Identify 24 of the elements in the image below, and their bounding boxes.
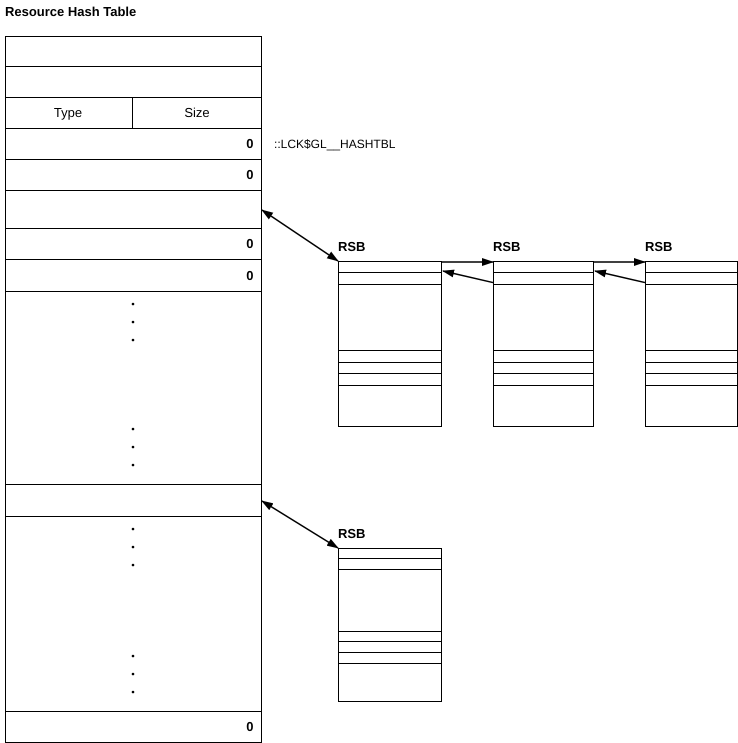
- hash-table: [5, 36, 262, 743]
- double-arrow: [261, 209, 339, 262]
- hash-entry: 0: [4, 160, 262, 190]
- hash-entry: 0: [4, 712, 262, 742]
- record-box: [493, 261, 594, 427]
- hash-entry: 0: [4, 228, 262, 260]
- arrow: [442, 270, 494, 284]
- record-heading: RSB: [338, 239, 366, 254]
- record-box: [338, 261, 442, 427]
- record-heading: RSB: [645, 239, 672, 254]
- record-heading: RSB: [493, 239, 520, 254]
- table-title: Resource Hash Table: [5, 4, 136, 19]
- arrow: [442, 258, 494, 266]
- column-header: Size: [132, 98, 262, 128]
- column-header: Type: [4, 98, 132, 128]
- double-arrow: [261, 500, 339, 549]
- arrow: [594, 270, 646, 284]
- record-box: [645, 261, 738, 427]
- hash-entry: 0: [4, 128, 262, 160]
- record-heading: RSB: [338, 526, 366, 541]
- record-box: [338, 548, 442, 702]
- hash-entry: 0: [4, 260, 262, 292]
- symbol-label: ::LCK$GL__HASHTBL: [274, 136, 396, 150]
- arrow: [594, 258, 646, 266]
